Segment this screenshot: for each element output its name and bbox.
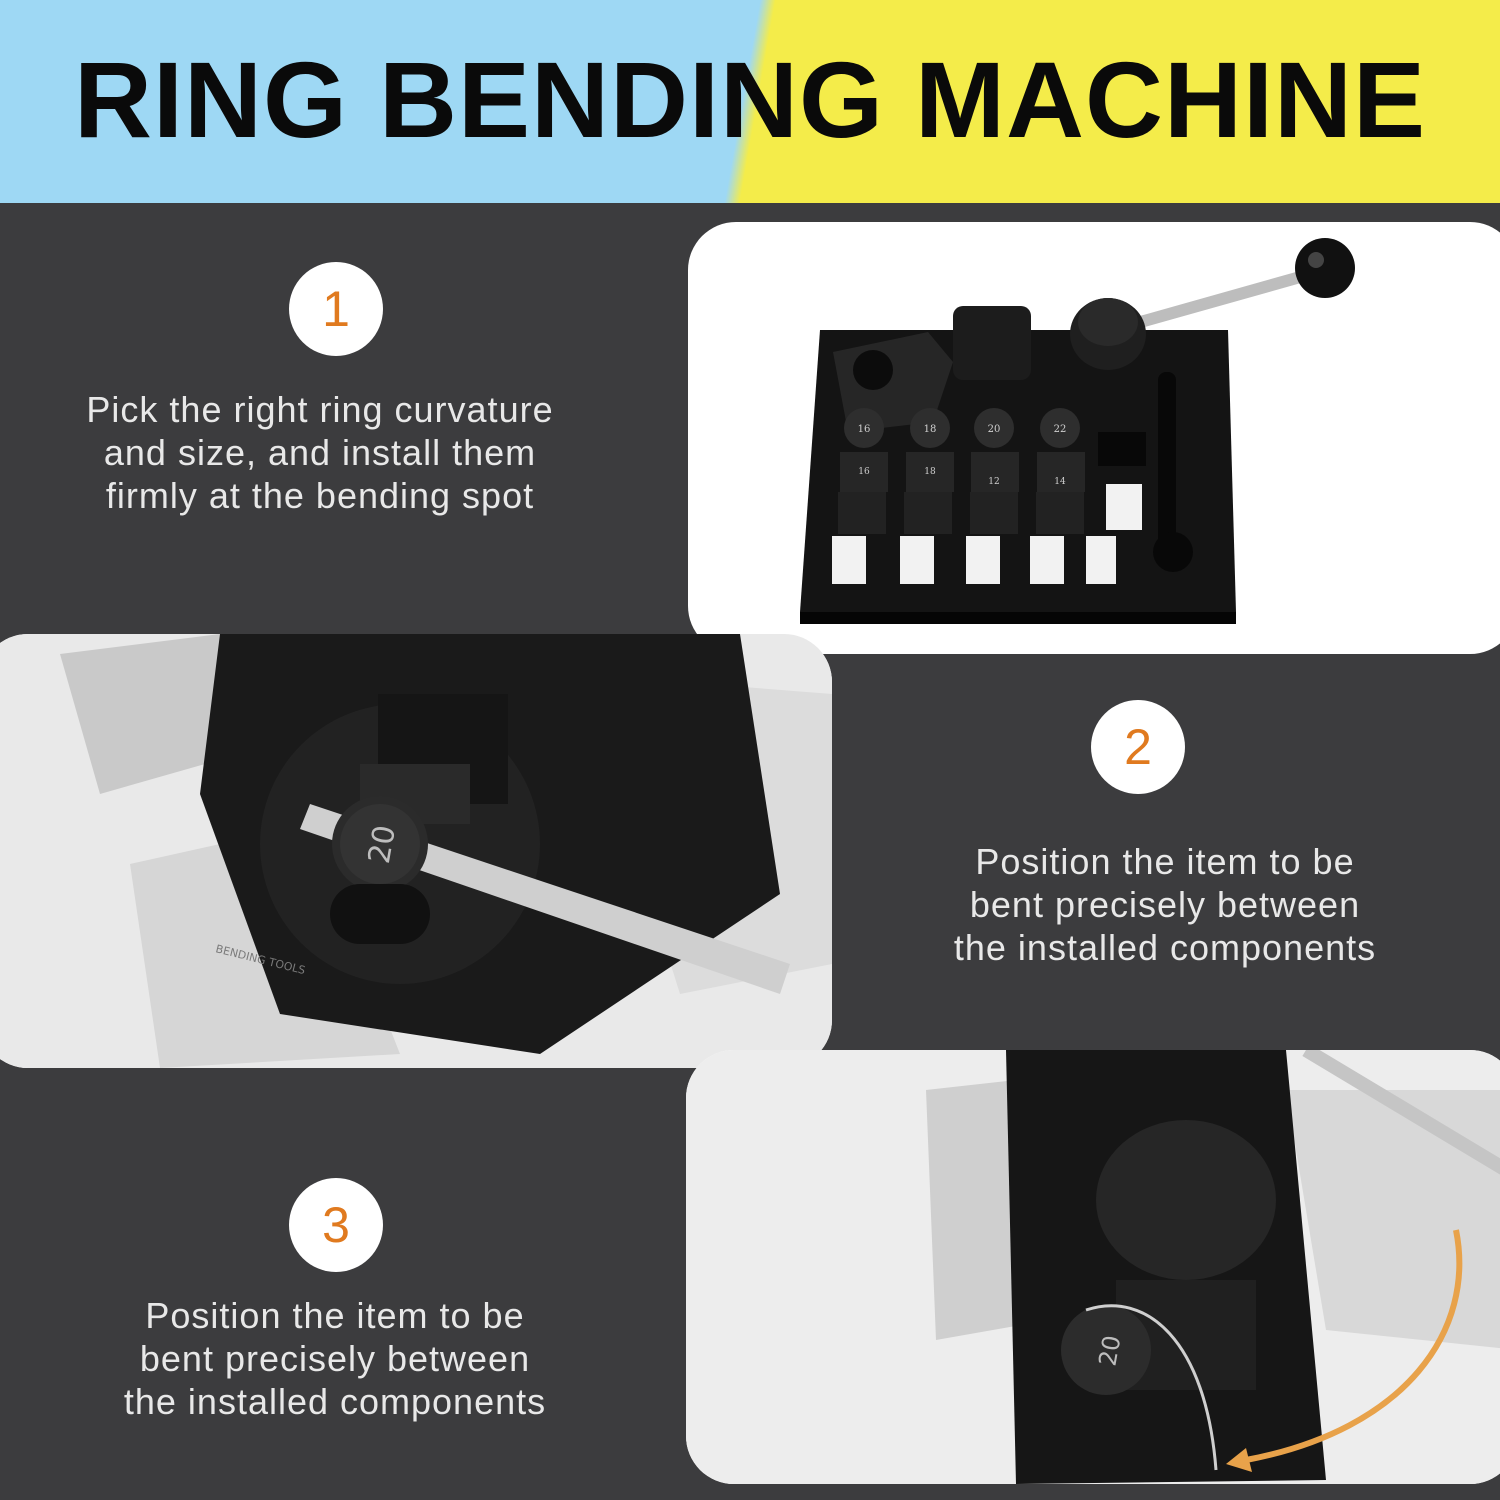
step-1-line: firmly at the bending spot <box>105 475 535 516</box>
svg-text:18: 18 <box>924 424 937 435</box>
ring-bender-product-illustration: 16 18 20 22 16 18 12 14 <box>800 238 1355 624</box>
svg-text:16: 16 <box>858 467 870 477</box>
step-1-line: and size, and install them <box>103 432 537 473</box>
step-3-photo-panel: 20 <box>686 1050 1500 1484</box>
step-2-line: bent precisely between <box>969 884 1361 925</box>
step-3-line: bent precisely between <box>139 1338 531 1379</box>
step-2-badge: 2 <box>1091 700 1185 794</box>
svg-text:20: 20 <box>362 823 403 867</box>
header-banner: RING BENDING MACHINE <box>0 0 1500 203</box>
size-die-row-middle: 16 18 12 14 <box>840 452 1085 492</box>
step-2-line: the installed components <box>953 927 1377 968</box>
step-1-line: Pick the right ring curvature <box>86 389 554 430</box>
step-3-line: the installed components <box>123 1381 547 1422</box>
step-3-line: Position the item to be <box>145 1295 525 1336</box>
svg-text:16: 16 <box>858 424 871 435</box>
svg-text:12: 12 <box>988 477 999 487</box>
step-2-description: Position the item to be bent precisely b… <box>895 840 1435 969</box>
svg-text:14: 14 <box>1054 477 1066 487</box>
die-closeup-illustration: 20 BENDING TOOLS <box>0 634 832 1068</box>
svg-text:20: 20 <box>988 424 1001 435</box>
step-3-description: Position the item to be bent precisely b… <box>60 1294 610 1423</box>
step-3-badge: 3 <box>289 1178 383 1272</box>
page-title: RING BENDING MACHINE <box>73 39 1427 160</box>
step-2-line: Position the item to be <box>975 841 1355 882</box>
step-2-photo-panel: 20 BENDING TOOLS <box>0 634 832 1068</box>
step-1-description: Pick the right ring curvature and size, … <box>30 388 610 517</box>
size-die-row-top: 16 18 20 22 <box>844 408 1080 448</box>
product-image-panel: 16 18 20 22 16 18 12 14 <box>688 222 1500 654</box>
svg-text:20: 20 <box>1093 1333 1126 1368</box>
svg-text:18: 18 <box>924 467 936 477</box>
svg-text:22: 22 <box>1054 424 1067 435</box>
step-1-badge: 1 <box>289 262 383 356</box>
ring-bending-illustration: 20 <box>686 1050 1500 1484</box>
